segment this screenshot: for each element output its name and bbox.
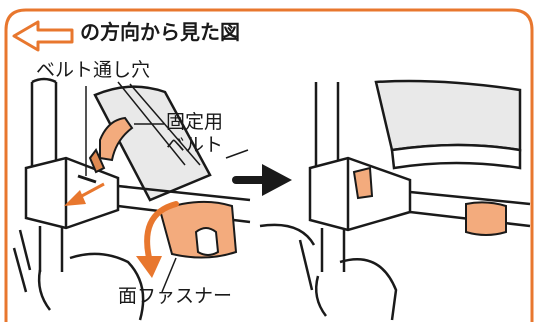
- label-fixing-belt-line2: ベルト: [166, 134, 224, 156]
- right-stroller-illustration: [298, 79, 531, 321]
- orange-border: [4, 8, 534, 322]
- diagonal-down-left-arrow-icon: [64, 182, 105, 206]
- left-stroller-illustration: [12, 77, 316, 321]
- right-arrow-icon: [232, 164, 292, 196]
- label-fixing-belt-line1: 固定用: [166, 111, 224, 133]
- label-hook-and-loop: 面ファスナー: [118, 285, 233, 307]
- leader-lines: [85, 86, 249, 293]
- label-belt-hole: ベルト通し穴: [36, 59, 151, 81]
- left-arrow-outline-icon: [12, 20, 74, 52]
- curved-down-arrow-icon: [136, 201, 179, 278]
- header-title: の方向から見た図: [80, 20, 240, 44]
